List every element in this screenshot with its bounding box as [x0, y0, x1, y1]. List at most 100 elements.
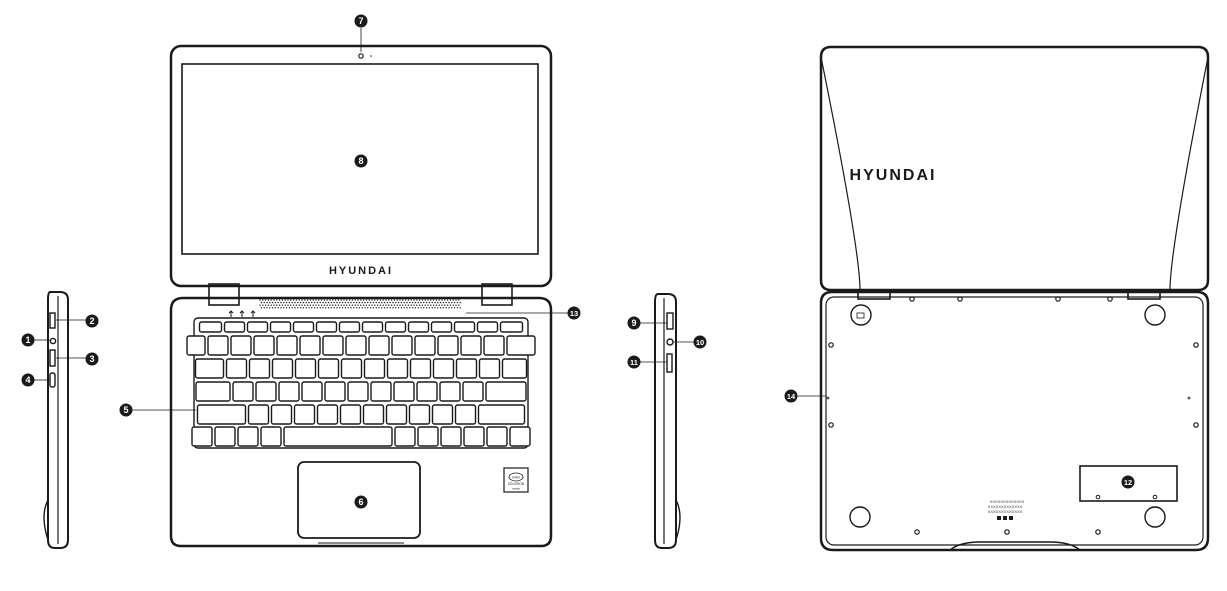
key	[294, 358, 317, 379]
callout-5: 5	[119, 403, 133, 417]
key	[460, 335, 482, 356]
screw	[828, 342, 834, 348]
key	[362, 404, 385, 425]
key	[283, 426, 393, 447]
callout-1: 1	[21, 333, 35, 347]
svg-text:5: 5	[123, 405, 128, 415]
screw	[1107, 296, 1113, 302]
svg-text:12: 12	[1124, 478, 1132, 487]
key	[293, 404, 316, 425]
key	[255, 381, 277, 402]
key	[363, 358, 386, 379]
svg-text:7: 7	[358, 16, 363, 26]
front-bezel-logo: HYUNDAI	[329, 265, 393, 277]
key	[453, 321, 476, 333]
key	[391, 335, 413, 356]
svg-text:11: 11	[630, 358, 638, 367]
key	[230, 335, 252, 356]
touchpad	[297, 461, 421, 539]
key	[246, 321, 269, 333]
key	[317, 358, 340, 379]
key	[455, 358, 478, 379]
callout-2: 2	[85, 314, 99, 328]
key	[276, 335, 298, 356]
key	[345, 335, 367, 356]
key	[506, 335, 536, 356]
key	[386, 358, 409, 379]
screw	[1095, 529, 1101, 535]
key	[417, 426, 439, 447]
usb-c-port	[49, 372, 56, 388]
callout-4: 4	[21, 373, 35, 387]
screws	[828, 296, 1199, 535]
reg-line-2: XXXXXXXXXXXXX	[988, 504, 1023, 509]
key	[439, 381, 461, 402]
key	[347, 381, 369, 402]
processor-badge: intel CELERON inside	[503, 467, 529, 493]
right-side-view	[654, 293, 681, 549]
key	[478, 358, 501, 379]
key	[292, 321, 315, 333]
key	[361, 321, 384, 333]
key	[248, 358, 271, 379]
key	[253, 335, 275, 356]
svg-text:6: 6	[358, 497, 363, 507]
callout-6: 6	[354, 495, 368, 509]
key	[462, 381, 484, 402]
svg-text:1: 1	[25, 335, 30, 345]
audio-jack	[49, 337, 57, 345]
key	[271, 358, 294, 379]
key	[486, 426, 508, 447]
key	[214, 426, 236, 447]
foot-top-right	[1144, 304, 1166, 326]
key	[483, 335, 505, 356]
key	[414, 335, 436, 356]
key	[432, 358, 455, 379]
key	[437, 335, 459, 356]
foot-bottom-left	[849, 506, 871, 528]
reg-line-3: XXXXXXXXXXXXX	[988, 509, 1023, 514]
key	[454, 404, 477, 425]
left-side-view	[43, 291, 69, 549]
callout-14: 14	[784, 389, 798, 403]
key	[368, 335, 390, 356]
key	[194, 358, 225, 379]
key	[385, 404, 408, 425]
key	[501, 358, 528, 379]
key	[247, 404, 270, 425]
usb-port-left	[49, 312, 56, 329]
microsd-slot	[666, 353, 673, 373]
keyboard	[186, 321, 536, 447]
regulatory-label: XXXXXXXXXXXXX XXXXXXXXXXXXX XXXXXXXXXXXX…	[988, 499, 1025, 520]
keyboard-area	[193, 317, 529, 449]
key	[338, 321, 361, 333]
status-indicators	[228, 310, 256, 317]
svg-text:9: 9	[631, 318, 636, 328]
leader-lines	[34, 28, 826, 411]
key	[186, 335, 206, 356]
callout-8: 8	[354, 154, 368, 168]
svg-text:10: 10	[696, 338, 704, 347]
key	[225, 358, 248, 379]
key	[509, 426, 531, 447]
speaker-grille	[259, 299, 461, 309]
hinge-right	[481, 283, 513, 306]
key	[207, 335, 229, 356]
usb-port-right	[666, 312, 674, 330]
key	[322, 335, 344, 356]
key	[370, 381, 392, 402]
back-view: HYUNDAI XXXXXXXXXXXXX XXXXXXXXXXXXX XXXX…	[819, 45, 1210, 552]
key	[394, 426, 416, 447]
power-button	[666, 338, 674, 346]
key	[476, 321, 499, 333]
access-panel	[1079, 465, 1178, 502]
key	[278, 381, 300, 402]
badge-line-1: intel	[512, 475, 519, 480]
key	[324, 381, 346, 402]
display-screen	[181, 63, 539, 255]
key	[316, 404, 339, 425]
screw	[1193, 422, 1199, 428]
svg-text:3: 3	[89, 354, 94, 364]
key	[384, 321, 407, 333]
